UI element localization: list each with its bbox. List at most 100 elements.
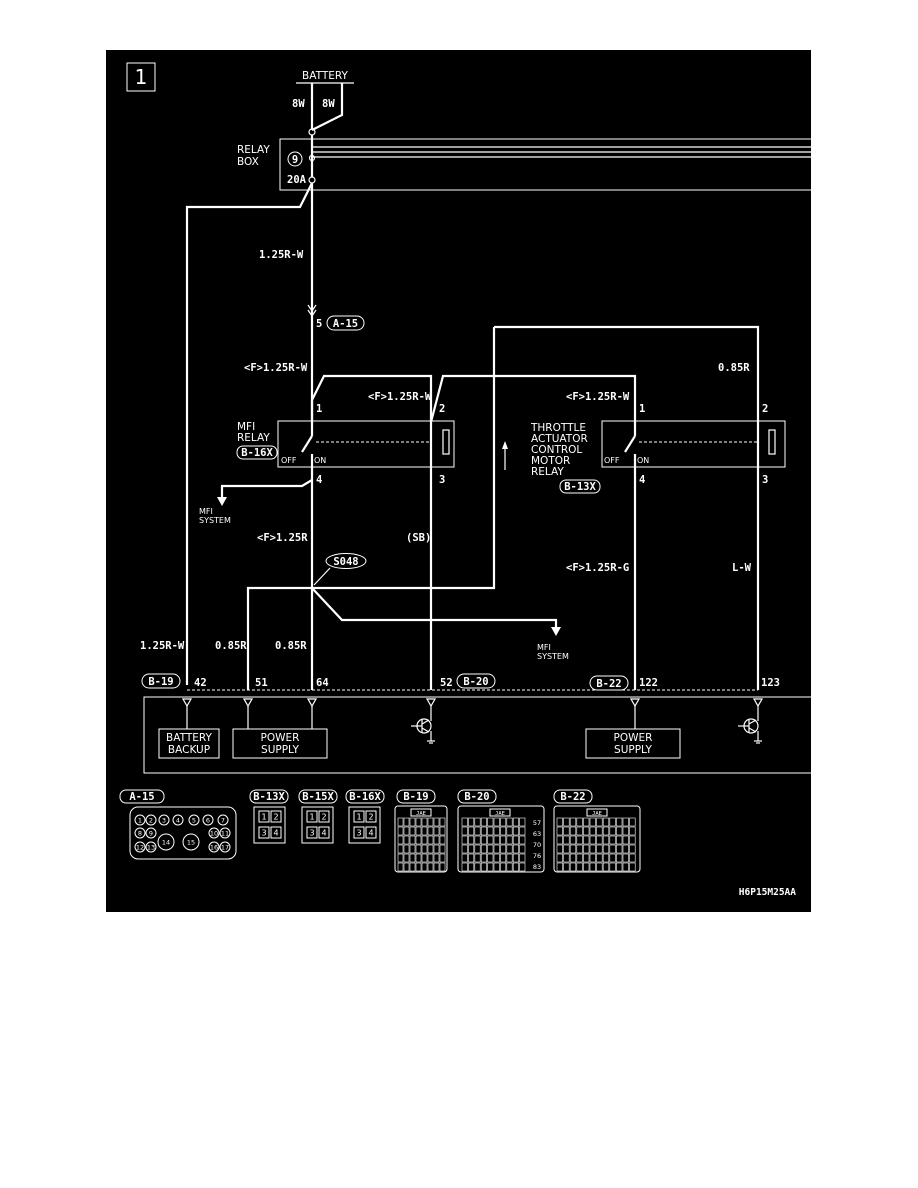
conn-b20: B-20	[463, 676, 488, 688]
battery-backup-box	[158, 728, 220, 759]
a15-pin	[158, 814, 170, 826]
jae-pin-cell	[487, 835, 494, 845]
relay-connector-pin	[365, 810, 377, 823]
jae-pin-cell	[596, 826, 603, 836]
jae-pin-cell	[461, 862, 468, 872]
a15-pin-label: 8	[138, 830, 142, 838]
jae-pin-cell	[596, 844, 603, 854]
connector-view-b15x-name: B-15X	[302, 791, 334, 803]
jae-pin-cell	[487, 844, 494, 854]
mfi-system-2-wire	[311, 587, 558, 630]
jae-pin-cell	[616, 826, 623, 836]
jae-pin-cell	[563, 835, 570, 845]
pin-122: 122	[639, 677, 658, 689]
jae-pin-cell	[602, 817, 610, 827]
jae-pin-cell	[415, 817, 422, 827]
a15-pin-label: 10	[210, 830, 218, 838]
b20-side-pin-label: 57	[533, 819, 541, 827]
jae-pin-cell	[609, 826, 616, 836]
throttle-relay-pin2: 2	[762, 403, 768, 415]
a15-pin	[172, 814, 184, 826]
ecu-pin-123-mark	[752, 698, 764, 708]
mfi-system-2-line1: MFI	[537, 643, 551, 652]
pin-64: 64	[316, 677, 329, 689]
jae-pin-cell	[609, 853, 616, 863]
flow-arrow-head	[502, 441, 508, 449]
pin-123: 123	[761, 677, 780, 689]
relay-connector-pin-label: 4	[368, 829, 373, 838]
a15-pin-label: 14	[162, 839, 170, 847]
throttle-relay-switch-blade	[624, 435, 636, 453]
connector-view-b22: B-22 JAE	[553, 789, 641, 873]
throttle-relay-label-2: ACTUATOR	[531, 433, 588, 445]
jae-pin-cell	[403, 826, 410, 836]
mfi-relay-pin1-wire	[310, 374, 433, 422]
connector-a15-mark-2	[307, 309, 317, 318]
jae-pin-cell	[480, 853, 487, 863]
jae-pin-cell	[629, 853, 636, 863]
a15-pin-label: 15	[187, 839, 195, 847]
a15-pin-label: 13	[147, 844, 155, 852]
jae-pin-cell	[609, 862, 616, 872]
mfi-relay-in-label: <F>1.25R-W	[244, 362, 308, 374]
jae-pin-cell	[480, 844, 487, 854]
battery-backup-line2: BACKUP	[168, 744, 210, 756]
jae-pin-cell	[583, 862, 590, 872]
jae-pin-cell	[556, 835, 563, 845]
jae-pin-cell	[583, 817, 590, 827]
splice-s048-pill	[325, 553, 367, 569]
battery-wire-left-label: 8W	[292, 98, 305, 110]
splice-s048: S048	[333, 556, 358, 568]
jae-pin-cell	[602, 862, 610, 872]
relay-connector-pin	[306, 810, 318, 823]
power-supply-1-line2: SUPPLY	[261, 744, 299, 756]
power-supply-2-box	[585, 728, 681, 759]
mfi-relay-coil-label: <F>1.25R-W	[368, 391, 432, 403]
jae-pin-cell	[589, 817, 596, 827]
jae-pin-cell	[474, 844, 481, 854]
jae-pin-cell	[629, 817, 636, 827]
b22-pin-grid	[556, 817, 636, 872]
relay-box-label-2: BOX	[237, 156, 259, 168]
jae-pin-cell	[421, 862, 428, 872]
jae-pin-cell	[576, 835, 583, 845]
connector-view-b22-name: B-22	[560, 791, 585, 803]
a15-pin	[188, 814, 200, 826]
a15-pin	[208, 841, 220, 853]
jae-pin-cell	[487, 826, 494, 836]
jae-pin-cell	[622, 862, 629, 872]
jae-pin-cell	[609, 817, 616, 827]
jae-pin-cell	[519, 826, 526, 836]
jae-pin-cell	[589, 862, 596, 872]
jae-pin-cell	[480, 826, 487, 836]
relay-connector-pin	[270, 810, 282, 823]
jae-pin-cell	[506, 826, 513, 836]
page-number: 1	[135, 65, 148, 89]
jae-pin-cell	[576, 862, 583, 872]
jae-pin-cell	[576, 844, 583, 854]
jae-pin-cell	[622, 835, 629, 845]
throttle-relay-on: ON	[637, 456, 649, 465]
mfi-relay-label-1: MFI	[237, 421, 255, 433]
jae-pin-cell	[427, 817, 434, 827]
jae-pin-cell	[493, 826, 500, 836]
a15-pin	[145, 814, 157, 826]
battery-backup-wire	[185, 182, 313, 685]
jae-pin-cell	[563, 862, 570, 872]
jae-pin-cell	[512, 817, 519, 827]
jae-pin-cell	[474, 817, 481, 827]
jae-pin-cell	[474, 826, 481, 836]
a15-pin-label: 3	[162, 817, 166, 825]
jae-pin-cell	[576, 817, 583, 827]
throttle-out-label: <F>1.25R-G	[566, 562, 629, 574]
jae-pin-cell	[493, 817, 500, 827]
throttle-relay-in-label: <F>1.25R-W	[566, 391, 630, 403]
jae-pin-cell	[468, 853, 475, 863]
jae-pin-cell	[629, 862, 636, 872]
mfi-system-1-arrow	[217, 497, 227, 506]
b20-side-pin-label: 83	[533, 863, 541, 871]
